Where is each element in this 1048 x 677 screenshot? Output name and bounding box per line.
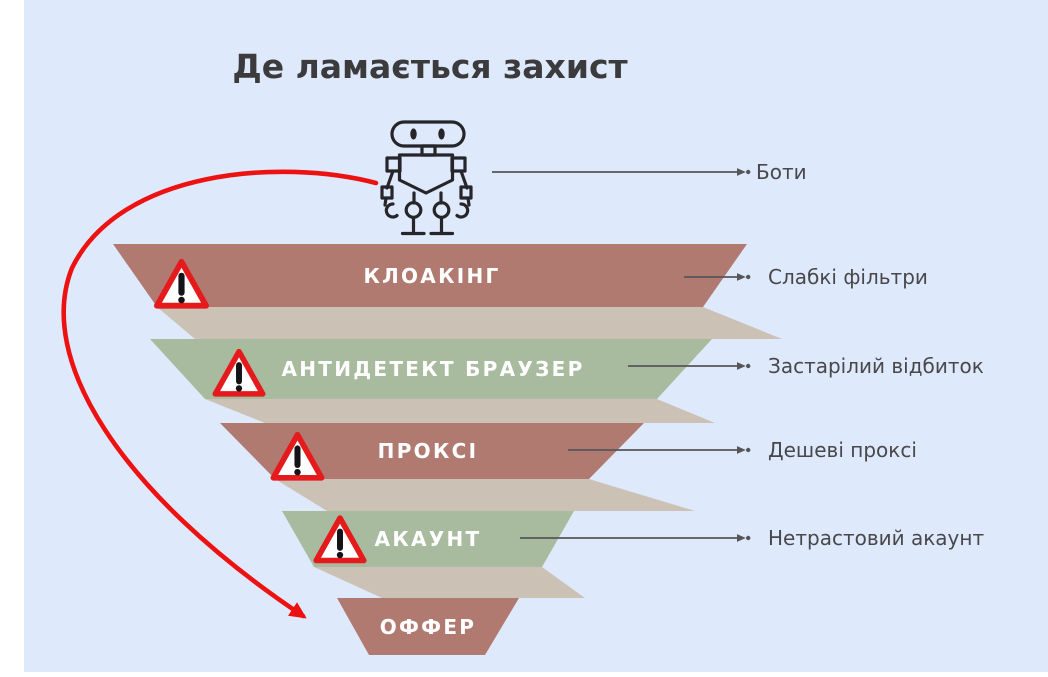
- robot-eye-left: [410, 128, 417, 140]
- robot-forearm-left: [383, 196, 388, 207]
- bypass-arrow: [61, 169, 379, 619]
- robot-claw-right: [455, 202, 470, 219]
- funnel-label-cloaking: КЛОАКІНГ: [363, 264, 500, 288]
- robot-claw-left: [384, 202, 399, 219]
- callout-label-bots: Боти: [756, 160, 807, 184]
- fold-2: [205, 399, 715, 423]
- funnel-level-cloaking: [113, 244, 747, 307]
- callout-label-antidetect: Застарілий відбиток: [768, 354, 984, 378]
- robot-eye-right: [438, 128, 445, 140]
- fold-1: [157, 307, 782, 339]
- callout-antidetect: Застарілий відбиток: [628, 354, 984, 378]
- callout-proxy: Дешеві проксі: [568, 438, 917, 462]
- callout-account: Нетрастовий акаунт: [520, 526, 984, 550]
- page-title: Де ламається захист: [232, 47, 627, 86]
- funnel-label-antidetect: АНТИДЕТЕКТ БРАУЗЕР: [281, 357, 584, 381]
- robot-forearm-right: [466, 196, 471, 207]
- robot-icon: [380, 120, 473, 236]
- callout-label-proxy: Дешеві проксі: [768, 438, 917, 462]
- funnel-label-proxy: ПРОКСІ: [378, 439, 479, 463]
- callout-bots: Боти: [492, 160, 807, 184]
- funnel-level-offer: [337, 598, 519, 655]
- funnel-levels: [113, 244, 747, 655]
- fold-3: [275, 479, 695, 511]
- funnel-level-proxy: [220, 423, 644, 479]
- funnel-label-account: АКАУНТ: [375, 527, 482, 551]
- callouts: Боти Слабкі фільтри Застарілий відбиток …: [492, 160, 984, 550]
- robot-shoulder-right: [450, 156, 467, 173]
- callout-label-cloaking: Слабкі фільтри: [768, 265, 928, 289]
- fold-4: [314, 567, 585, 598]
- robot-upper-arm-right: [459, 169, 469, 190]
- funnel-level-antidetect: [150, 339, 712, 399]
- callout-label-account: Нетрастовий акаунт: [768, 526, 984, 550]
- robot-elbow-right: [459, 185, 473, 200]
- funnel-level-labels: КЛОАКІНГ АНТИДЕТЕКТ БРАУЗЕР ПРОКСІ АКАУН…: [281, 264, 584, 639]
- callout-cloaking: Слабкі фільтри: [684, 265, 928, 289]
- funnel-folds: [157, 307, 782, 598]
- robot-upper-arm-left: [385, 169, 395, 190]
- robot-torso: [397, 153, 455, 195]
- funnel-label-offer: ОФФЕР: [380, 615, 477, 639]
